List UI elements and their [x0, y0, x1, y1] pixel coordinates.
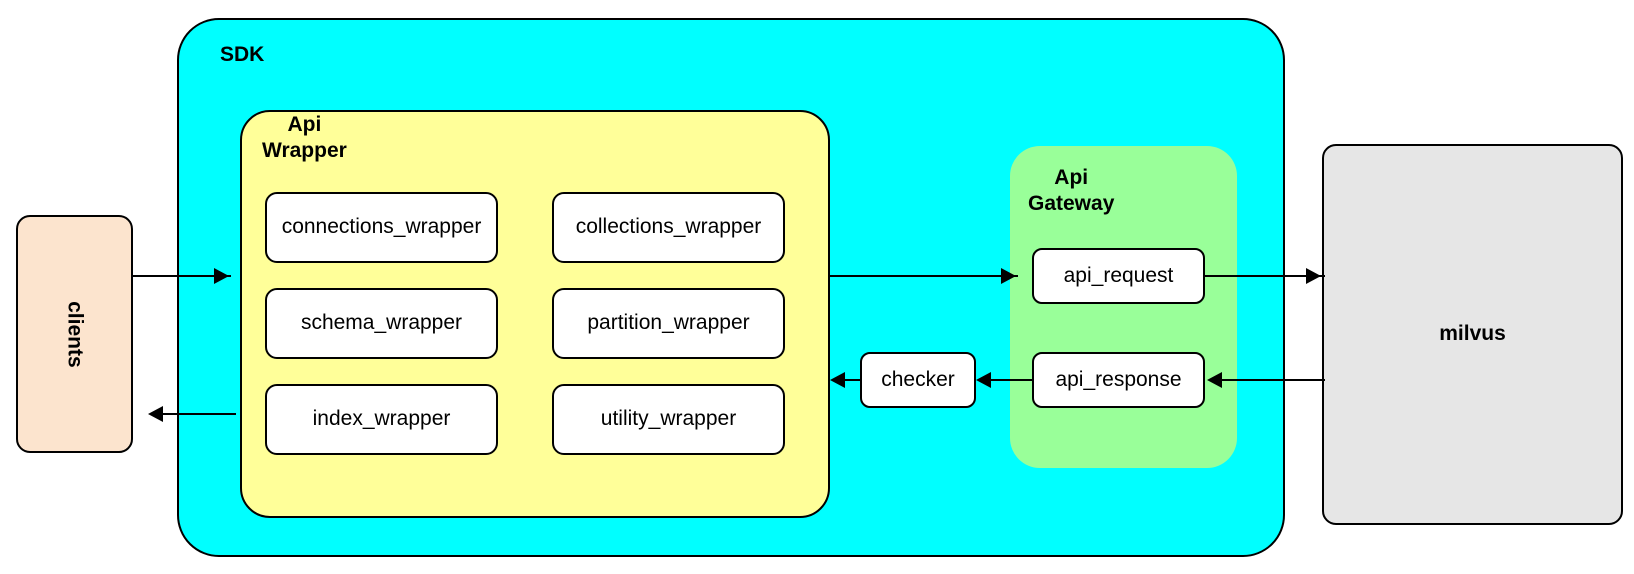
node-schema-wrapper-label: schema_wrapper	[300, 311, 463, 335]
node-index-wrapper[interactable]: index_wrapper	[265, 384, 498, 455]
edge-wrapper-to-api-request-arrowhead	[1001, 268, 1016, 284]
container-api-gateway[interactable]	[1010, 146, 1237, 468]
edge-milvus-to-api-response-arrowhead	[1207, 372, 1222, 388]
node-schema-wrapper[interactable]: schema_wrapper	[265, 288, 498, 359]
node-clients-label: clients	[63, 300, 87, 368]
node-collections-wrapper-label: collections_wrapper	[575, 215, 762, 239]
edge-api-request-to-milvus-arrowhead	[1306, 268, 1321, 284]
edge-clients-to-wrapper-arrowhead	[214, 268, 229, 284]
node-milvus[interactable]: milvus	[1322, 144, 1623, 525]
node-connections-wrapper-label: connections_wrapper	[281, 215, 482, 239]
node-api-response[interactable]: api_response	[1032, 352, 1205, 408]
edge-api-response-to-checker-arrowhead	[976, 372, 991, 388]
node-utility-wrapper-label: utility_wrapper	[600, 407, 737, 431]
container-sdk-label: SDK	[220, 43, 265, 66]
node-milvus-label: milvus	[1439, 322, 1506, 346]
container-api-wrapper-label: Api Wrapper	[262, 113, 347, 163]
node-utility-wrapper[interactable]: utility_wrapper	[552, 384, 785, 455]
edge-clients-to-wrapper	[133, 275, 231, 277]
edge-checker-to-wrapper-arrowhead	[830, 372, 845, 388]
edge-wrapper-to-clients-arrowhead	[148, 406, 163, 422]
node-clients[interactable]: clients	[16, 215, 133, 453]
node-partition-wrapper-label: partition_wrapper	[587, 311, 750, 335]
node-partition-wrapper[interactable]: partition_wrapper	[552, 288, 785, 359]
edge-api-request-to-milvus	[1205, 275, 1325, 277]
node-collections-wrapper[interactable]: collections_wrapper	[552, 192, 785, 263]
edge-milvus-to-api-response	[1222, 379, 1325, 381]
node-checker[interactable]: checker	[860, 352, 976, 408]
node-api-response-label: api_response	[1055, 367, 1182, 391]
node-api-request-label: api_request	[1063, 263, 1174, 287]
edge-wrapper-to-clients	[163, 413, 236, 415]
node-api-request[interactable]: api_request	[1032, 248, 1205, 304]
edge-api-response-to-checker	[990, 379, 1032, 381]
edge-wrapper-to-api-request	[830, 275, 1018, 277]
container-api-gateway-label: Api Gateway	[1028, 166, 1115, 216]
node-connections-wrapper[interactable]: connections_wrapper	[265, 192, 498, 263]
node-checker-label: checker	[881, 367, 955, 391]
node-index-wrapper-label: index_wrapper	[312, 407, 451, 431]
edge-checker-to-wrapper	[845, 379, 860, 381]
